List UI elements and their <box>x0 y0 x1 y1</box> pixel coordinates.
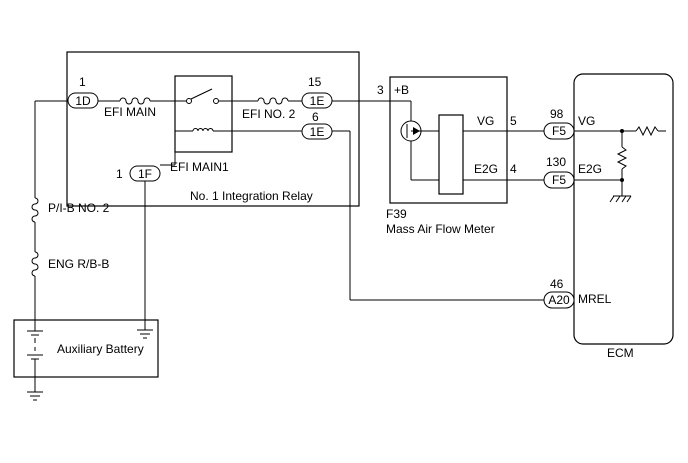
ground-icon <box>137 329 153 339</box>
conn-1e-bot-label: 1E <box>310 125 325 139</box>
conn-1e-top-pin: 15 <box>308 75 322 89</box>
ground-icon <box>27 391 43 401</box>
conn-1f-pin: 1 <box>116 167 123 181</box>
efi-main1-relay-box <box>174 75 233 153</box>
ecm-e2g-pin: 130 <box>546 155 566 169</box>
ecm-conn-a20 <box>543 291 575 309</box>
auxiliary-battery-label: Auxiliary Battery <box>57 342 144 356</box>
maf-vg-label: VG <box>477 114 494 128</box>
chassis-ground-icon <box>609 195 632 203</box>
efi-main-fuse-icon <box>119 97 151 105</box>
conn-1d-pin: 1 <box>79 75 86 89</box>
resistor-icon <box>616 146 628 170</box>
conn-1e-top-label: 1E <box>310 94 325 108</box>
maf-pin-b-label: +B <box>394 83 409 97</box>
relay-contact-icon <box>186 98 192 104</box>
pib-no2-label: P/I-B NO. 2 <box>48 201 110 215</box>
battery-icon <box>27 320 43 377</box>
ecm-mrel-label: MREL <box>578 292 612 306</box>
relay-coil-icon <box>192 128 214 132</box>
maf-e2g-label: E2G <box>474 162 498 176</box>
mass-air-flow-meter-box <box>389 76 508 204</box>
conn-1d-label: 1D <box>75 94 91 108</box>
conn-1f-label: 1F <box>138 167 152 181</box>
maf-sensor-element <box>438 114 464 195</box>
maf-code: F39 <box>386 207 407 221</box>
integration-relay-label: No. 1 Integration Relay <box>190 189 313 203</box>
eng-rb-b-fuse-icon <box>31 251 39 277</box>
pib-no2-fuse-icon <box>31 197 39 223</box>
resistor-icon <box>635 125 659 137</box>
efi-no2-fuse-icon <box>257 97 289 105</box>
relay-contact-icon <box>213 98 219 104</box>
auxiliary-battery-box <box>13 319 159 378</box>
integration-relay-box <box>66 51 360 207</box>
ecm-e2g-label: E2G <box>578 162 602 176</box>
relay-switch-arm-icon <box>190 88 213 100</box>
efi-main1-label: EFI MAIN1 <box>170 160 229 174</box>
conn-1e-bot-pin: 6 <box>312 110 319 124</box>
eng-rb-b-label: ENG R/B-B <box>48 257 109 271</box>
efi-main-label: EFI MAIN <box>104 105 156 119</box>
maf-pin-b-num: 3 <box>377 83 384 97</box>
efi-no2-label: EFI NO. 2 <box>242 107 296 121</box>
ecm-mrel-pin: 46 <box>550 277 564 291</box>
ecm-label: ECM <box>607 346 634 360</box>
maf-e2g-num: 4 <box>510 162 517 176</box>
transistor-icon <box>400 120 439 142</box>
maf-name: Mass Air Flow Meter <box>386 222 495 236</box>
ecm-conn-f5-e2g-label: F5 <box>552 173 566 187</box>
maf-vg-num: 5 <box>510 114 517 128</box>
ecm-box <box>573 73 674 345</box>
ecm-vg-pin: 98 <box>550 107 564 121</box>
ecm-vg-label: VG <box>578 114 595 128</box>
ecm-conn-a20-label: A20 <box>548 293 570 307</box>
ecm-conn-f5-vg-label: F5 <box>552 124 566 138</box>
